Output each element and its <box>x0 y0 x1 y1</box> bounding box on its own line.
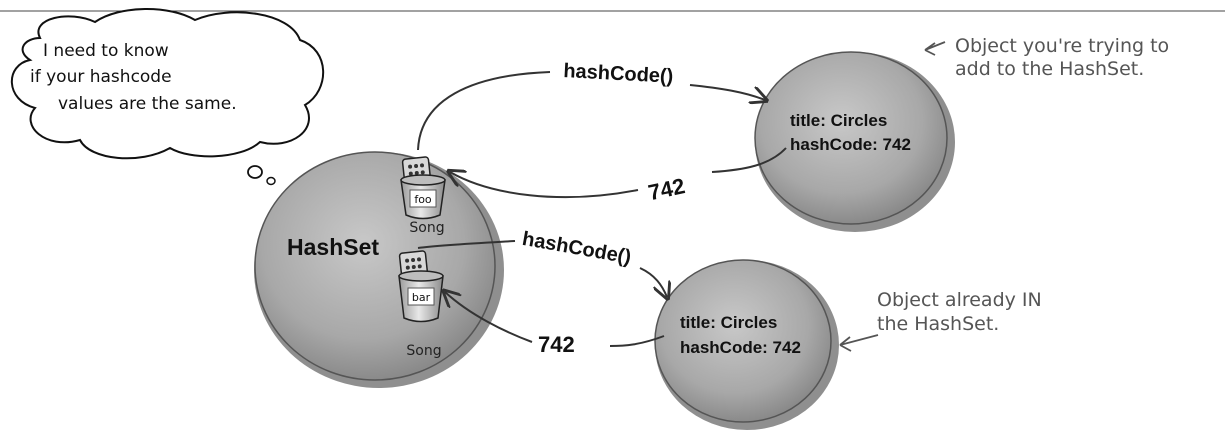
note-pointer-arrow <box>924 41 946 56</box>
thought-dot-small <box>266 176 276 186</box>
new-object-sphere: title: Circles hashCode: 742 <box>754 51 955 232</box>
existing-object-title: title: Circles <box>680 313 777 332</box>
arrow-742-return-bottom: 742 <box>445 292 665 357</box>
bucket-tag <box>409 189 437 208</box>
bucket-caption: Song <box>406 343 441 359</box>
existing-object-sphere: title: Circles hashCode: 742 <box>654 259 839 430</box>
hashset-sphere: HashSet <box>254 151 504 388</box>
note-pointer-arrow <box>839 334 879 352</box>
new-object-title: title: Circles <box>790 111 887 130</box>
bucket-bar: bar Song <box>398 250 444 359</box>
bucket-tag <box>407 287 435 306</box>
thought-dot-large <box>247 165 263 179</box>
note-new-object: Object you're trying to add to the HashS… <box>924 35 1169 80</box>
note-existing-object-line-2: the HashSet. <box>877 313 999 335</box>
existing-object-hashcode: hashCode: 742 <box>680 338 801 357</box>
note-new-object-line-2: add to the HashSet. <box>955 58 1144 80</box>
hashset-label: HashSet <box>287 234 379 260</box>
arrow-label-call-top: hashCode() <box>563 60 674 88</box>
note-new-object-line-1: Object you're trying to <box>955 35 1169 57</box>
arrow-label-return-bottom: 742 <box>538 332 575 357</box>
bucket-foo: foo Song <box>400 156 446 236</box>
thought-line-1: I need to know <box>43 41 169 61</box>
thought-line-3: values are the same. <box>58 94 237 114</box>
arrow-742-return-top: 742 <box>450 147 787 205</box>
arrow-hashcode-call-top: hashCode() <box>417 60 765 151</box>
bucket-caption: Song <box>409 220 444 236</box>
bucket-tag-text: bar <box>412 291 431 304</box>
thought-bubble: I need to know if your hashcode values a… <box>10 8 325 186</box>
thought-line-2: if your hashcode <box>30 67 172 87</box>
bucket-tag-text: foo <box>414 193 432 206</box>
note-existing-object-line-1: Object already IN <box>877 289 1042 311</box>
arrow-label-return-top: 742 <box>646 173 687 205</box>
arrow-label-call-bottom: hashCode() <box>521 228 633 269</box>
note-existing-object: Object already IN the HashSet. <box>839 289 1042 352</box>
new-object-hashcode: hashCode: 742 <box>790 135 911 154</box>
